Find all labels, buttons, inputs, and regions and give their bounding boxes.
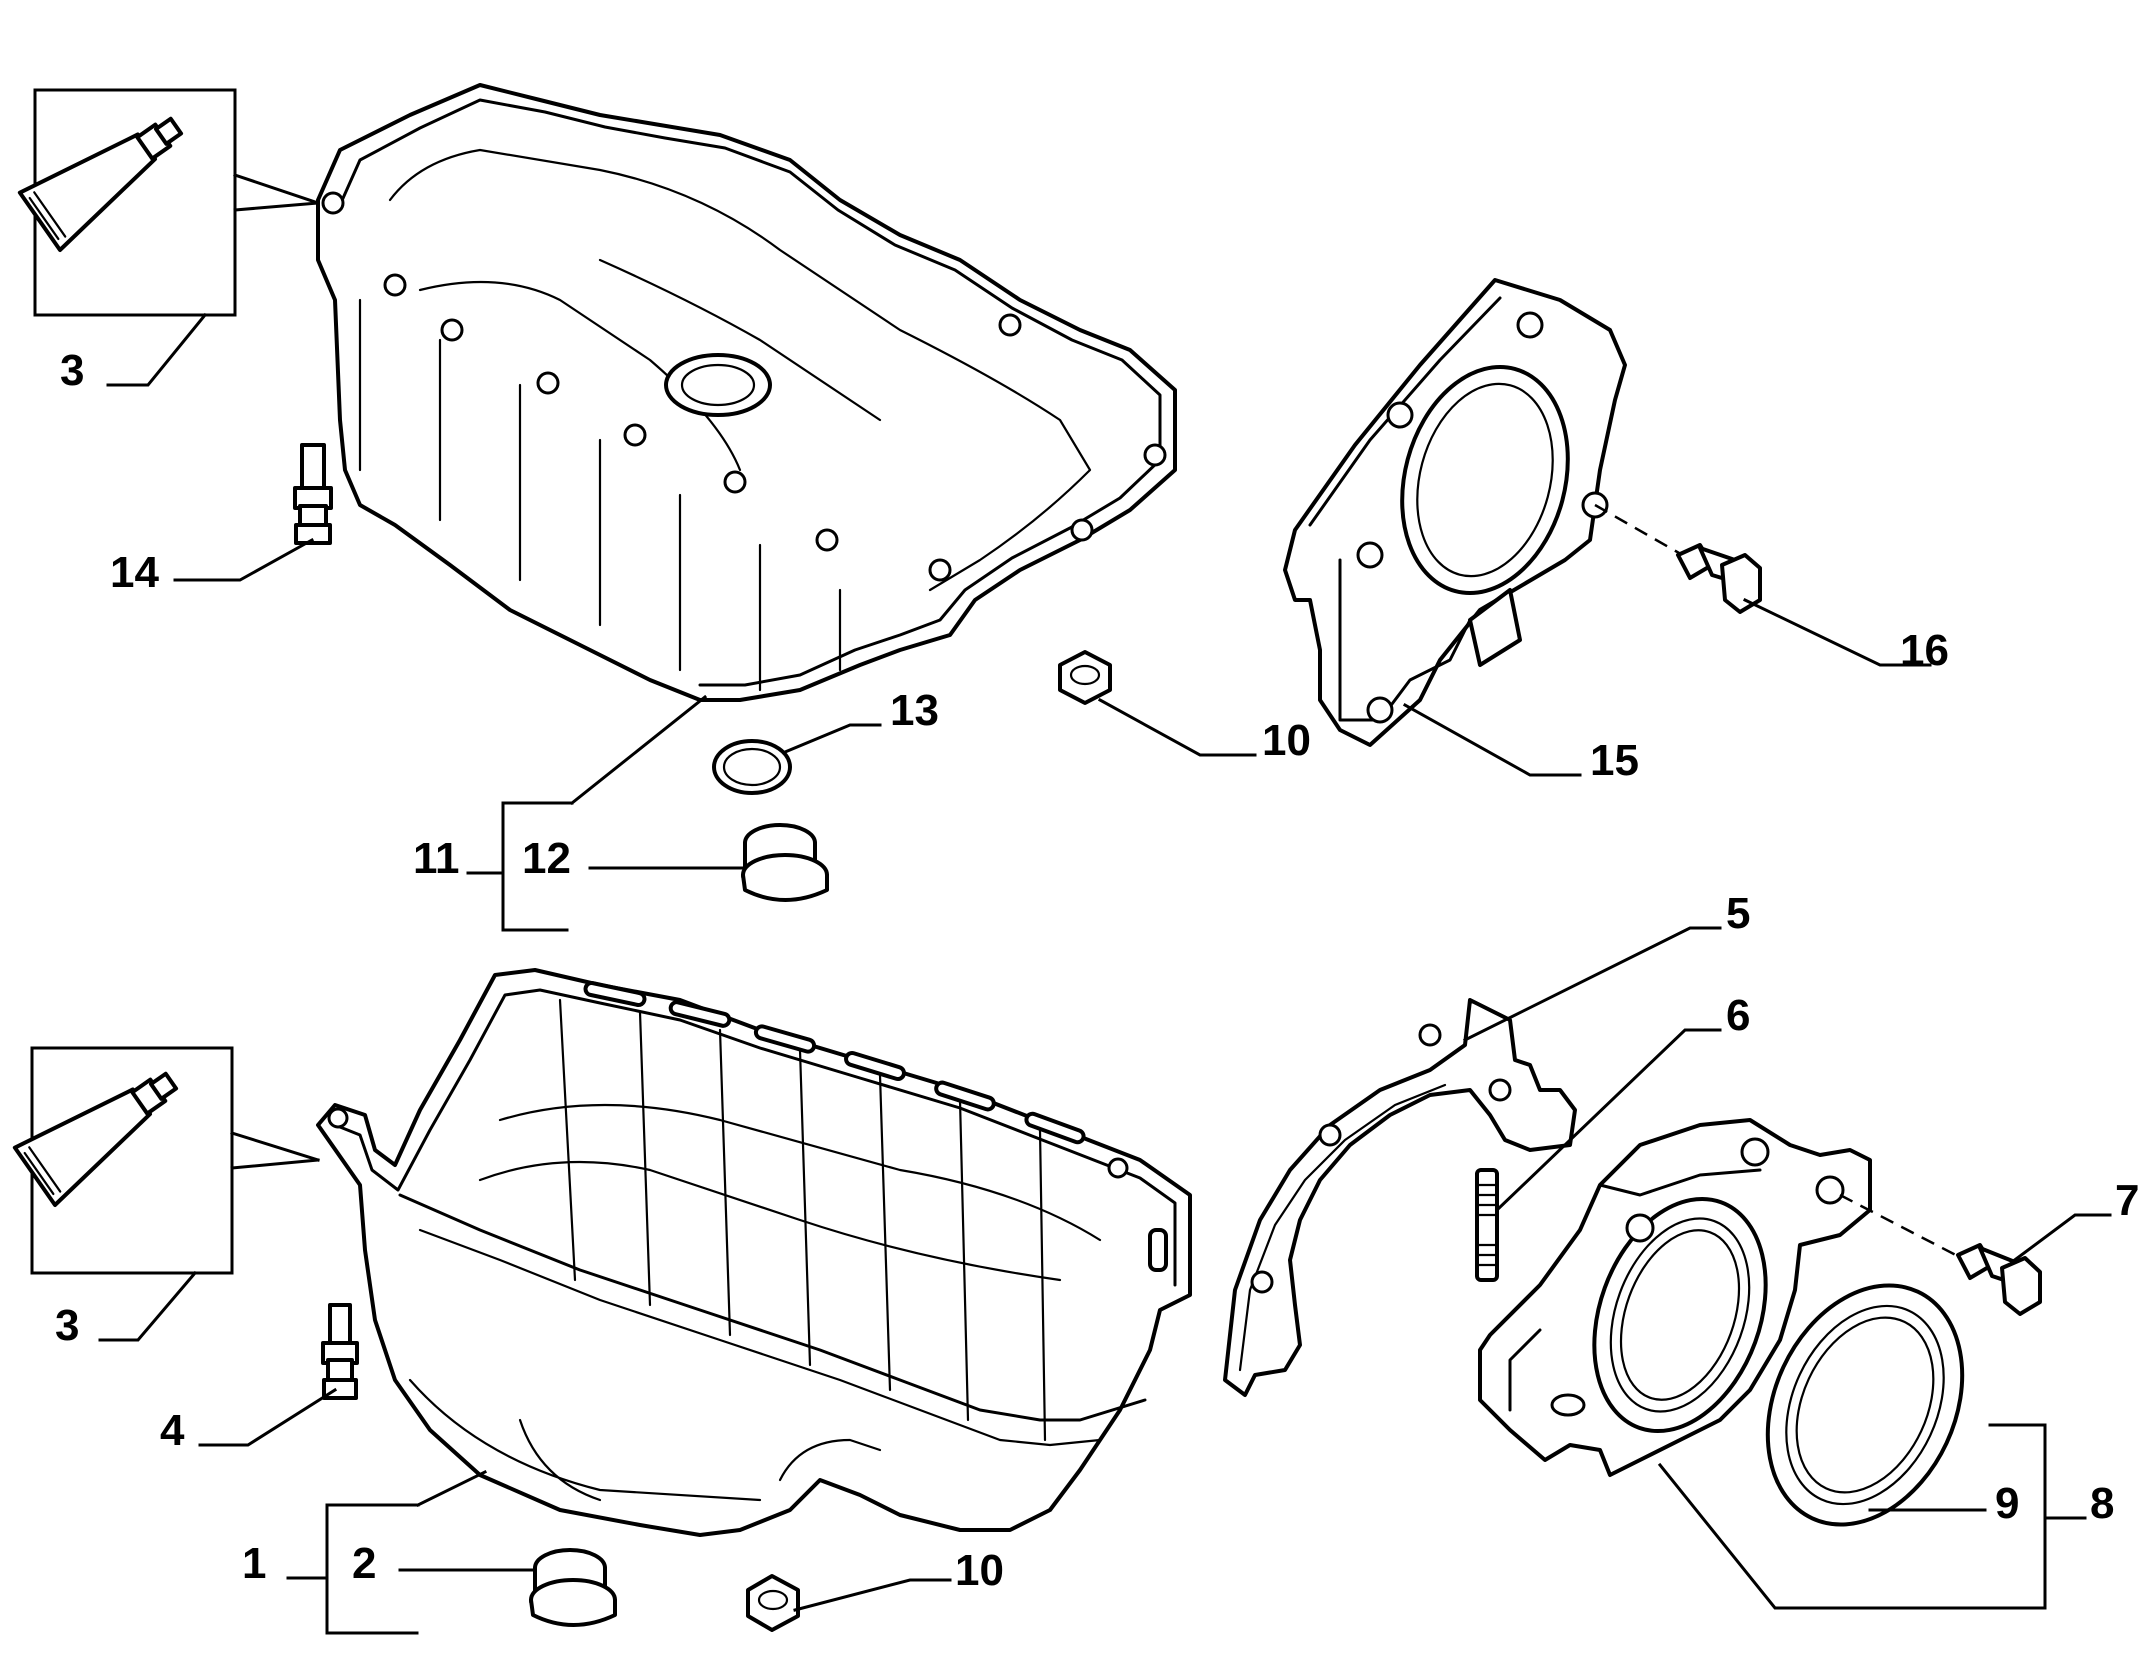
bolt-7[interactable] bbox=[1956, 1243, 2042, 1316]
drain-plug-2[interactable] bbox=[529, 1548, 617, 1627]
stud-6[interactable] bbox=[1475, 1168, 1499, 1282]
bolt-16[interactable] bbox=[1676, 543, 1762, 614]
callout-10-bottom: 10 bbox=[955, 1546, 1004, 1595]
callout-4: 4 bbox=[160, 1406, 185, 1455]
stud-bolt-14[interactable] bbox=[293, 443, 333, 545]
leader-3-bottom bbox=[98, 1270, 198, 1342]
callout-5: 5 bbox=[1726, 889, 1750, 938]
nut-10-bottom[interactable] bbox=[746, 1574, 800, 1632]
callout-2: 2 bbox=[352, 1539, 376, 1588]
nut-10-top[interactable] bbox=[1058, 650, 1112, 705]
bracket-11 bbox=[501, 801, 574, 932]
front-cover-8[interactable] bbox=[1478, 1118, 1872, 1477]
callout-10-top: 10 bbox=[1262, 716, 1311, 765]
stud-bolt-4[interactable] bbox=[321, 1303, 359, 1400]
leader-5 bbox=[1462, 926, 1722, 1043]
sealing-washer-13[interactable] bbox=[712, 739, 792, 795]
callout-1: 1 bbox=[242, 1539, 266, 1588]
leader-10-bottom bbox=[793, 1578, 952, 1612]
callout-13: 13 bbox=[890, 686, 939, 735]
callout-7: 7 bbox=[2115, 1176, 2139, 1225]
sealant-tube-box-bottom[interactable] bbox=[12, 1046, 320, 1275]
leader-15 bbox=[1402, 702, 1582, 777]
callout-3-top: 3 bbox=[60, 346, 84, 395]
callout-6: 6 bbox=[1726, 991, 1750, 1040]
leader-16 bbox=[1742, 597, 1932, 667]
seal-carrier-15[interactable] bbox=[1283, 278, 1627, 747]
leader-13 bbox=[783, 723, 882, 754]
leader-7 bbox=[2009, 1213, 2112, 1265]
leader-10-top bbox=[1097, 697, 1257, 757]
oil-seal-9[interactable] bbox=[1731, 1254, 2000, 1557]
callout-9: 9 bbox=[1995, 1479, 2019, 1528]
leader-1-pan bbox=[415, 1469, 488, 1508]
callout-3-bottom: 3 bbox=[55, 1301, 79, 1350]
oil-sump-upper[interactable] bbox=[316, 83, 1177, 702]
gasket-5[interactable] bbox=[1223, 998, 1577, 1397]
callout-12: 12 bbox=[522, 834, 571, 883]
callout-15: 15 bbox=[1590, 736, 1639, 785]
oil-sump-lower[interactable] bbox=[316, 968, 1192, 1537]
callout-14: 14 bbox=[110, 548, 159, 597]
callout-11: 11 bbox=[413, 834, 460, 883]
callout-8: 8 bbox=[2090, 1479, 2114, 1528]
leader-6 bbox=[1494, 1028, 1722, 1213]
dashed-axis-7 bbox=[1839, 1193, 1976, 1267]
sealant-tube-box-top[interactable] bbox=[17, 88, 320, 317]
bracket-8 bbox=[1657, 1423, 2047, 1610]
leader-14 bbox=[173, 537, 315, 582]
leader-4 bbox=[198, 1387, 338, 1447]
callout-16: 16 bbox=[1900, 626, 1949, 675]
leader-3-top bbox=[106, 312, 208, 387]
bracket-1 bbox=[325, 1503, 420, 1635]
leader-11-pan bbox=[569, 694, 708, 806]
drain-plug-12[interactable] bbox=[741, 823, 829, 902]
